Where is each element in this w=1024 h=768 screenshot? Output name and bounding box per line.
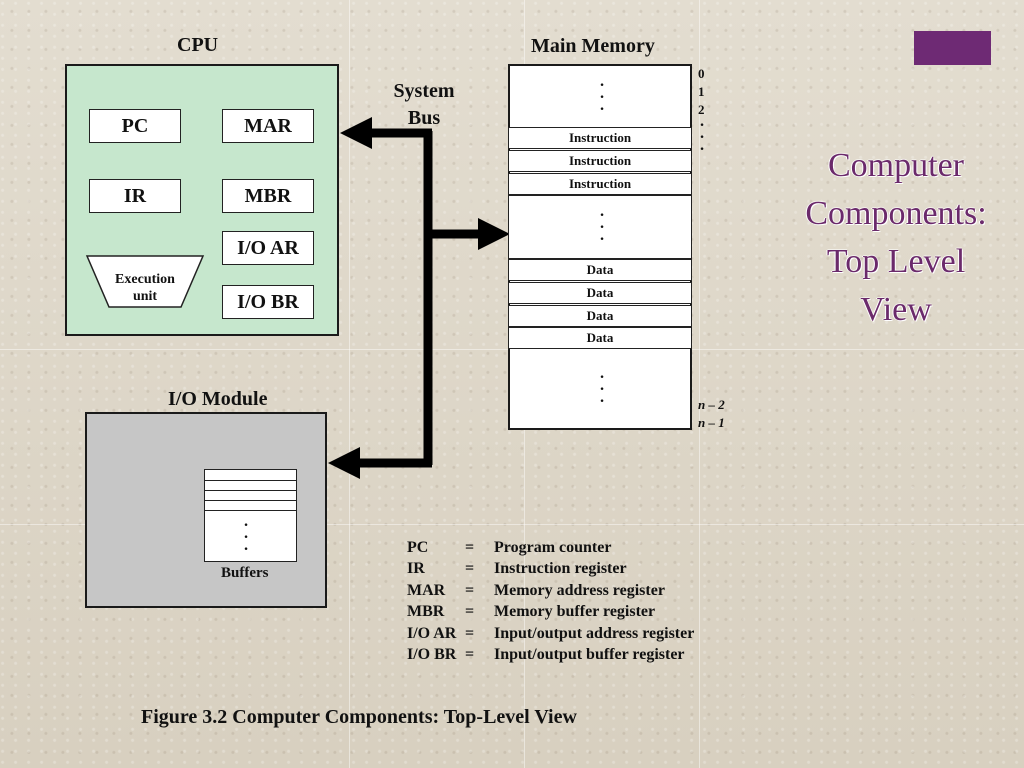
background-gridline (349, 0, 350, 768)
register-mbr: MBR (222, 179, 314, 213)
legend-row: IR = Instruction register (407, 558, 694, 579)
slide-title-line: Computer (828, 147, 964, 184)
main-memory-label: Main Memory (531, 35, 655, 57)
address-ellipsis-icon: ··· (699, 117, 705, 158)
buffer-divider (205, 500, 296, 501)
memory-address-label: 1 (698, 84, 705, 99)
register-io-br: I/O BR (222, 285, 314, 319)
legend-equals: = (465, 646, 475, 664)
system-bus-label-line: Bus (407, 107, 441, 129)
memory-ellipsis-icon: ··· (599, 207, 605, 248)
legend-desc: Program counter (494, 539, 612, 556)
legend-abbr: MBR (407, 603, 445, 621)
slide-title-line: Components: (805, 195, 987, 232)
memory-cell-data: Data (508, 305, 692, 327)
legend-abbr: PC (407, 539, 429, 556)
legend-abbr: MAR (407, 581, 446, 599)
buffer-divider (205, 480, 296, 481)
system-bus-label: System Bus (388, 78, 460, 132)
legend-desc: Memory address register (494, 581, 665, 599)
memory-cell-instruction: Instruction (508, 150, 692, 172)
register-ir: IR (89, 179, 181, 213)
legend-desc: Input/output address register (494, 624, 695, 642)
bus-to-io-arrowhead (328, 447, 360, 479)
register-mar: MAR (222, 109, 314, 143)
memory-cell-instruction: Instruction (508, 173, 692, 195)
bus-to-memory-arrowhead (478, 218, 510, 250)
memory-address-label: n – 2 (698, 397, 725, 412)
slide-title: Computer Components: Top Level View (776, 142, 1016, 334)
bus-to-cpu-arrowhead (340, 117, 372, 149)
legend-equals: = (465, 581, 475, 599)
legend-row: MAR = Memory address register (407, 580, 694, 601)
buffers-label: Buffers (221, 565, 269, 581)
memory-cell-data: Data (508, 282, 692, 304)
legend-equals: = (465, 560, 475, 578)
execution-unit-shape (85, 255, 205, 308)
system-bus-label-line: System (393, 80, 455, 102)
legend-row: PC = Program counter (407, 537, 694, 558)
figure-caption: Figure 3.2 Computer Components: Top-Leve… (141, 706, 577, 728)
legend-desc: Memory buffer register (494, 603, 656, 621)
background-gridline (699, 0, 700, 768)
legend-equals: = (465, 624, 475, 642)
io-module-label: I/O Module (168, 388, 268, 410)
slide-title-line: Top Level (826, 243, 966, 280)
legend-desc: Instruction register (494, 560, 627, 578)
memory-cell-instruction: Instruction (508, 127, 692, 149)
register-pc: PC (89, 109, 181, 143)
execution-unit-label: Execution unit (109, 271, 181, 305)
legend-abbr: IR (407, 560, 425, 578)
buffers-block (204, 469, 297, 562)
memory-address-label: n – 1 (698, 415, 725, 430)
legend-row: MBR = Memory buffer register (407, 601, 694, 622)
legend-abbr: I/O BR (407, 646, 457, 664)
legend-equals: = (465, 539, 475, 556)
legend-row: I/O BR = Input/output buffer register (407, 644, 694, 665)
execution-unit-label-line: unit (132, 289, 158, 304)
memory-cell-data: Data (508, 259, 692, 281)
memory-address-label: 0 (698, 66, 705, 81)
accent-block (914, 31, 991, 65)
memory-address-label: 2 (698, 102, 705, 117)
memory-cell-data: Data (508, 327, 692, 349)
register-legend: PC = Program counter IR = Instruction regist… (407, 537, 694, 665)
buffer-divider (205, 510, 296, 511)
execution-unit-label-line: Execution (115, 272, 175, 287)
memory-cell-gap (508, 195, 692, 259)
legend-desc: Input/output buffer register (494, 646, 685, 664)
legend-abbr: I/O AR (407, 624, 457, 642)
legend-row: I/O AR = Input/output address register (407, 623, 694, 644)
cpu-label: CPU (177, 34, 219, 56)
buffer-divider (205, 490, 296, 491)
legend-equals: = (465, 603, 475, 621)
background-gridline (0, 524, 1024, 525)
memory-ellipsis-icon: ··· (599, 77, 605, 118)
register-io-ar: I/O AR (222, 231, 314, 265)
slide-title-line: View (860, 291, 932, 328)
buffers-ellipsis-icon: ··· (243, 517, 249, 558)
memory-ellipsis-icon: ··· (599, 369, 605, 410)
